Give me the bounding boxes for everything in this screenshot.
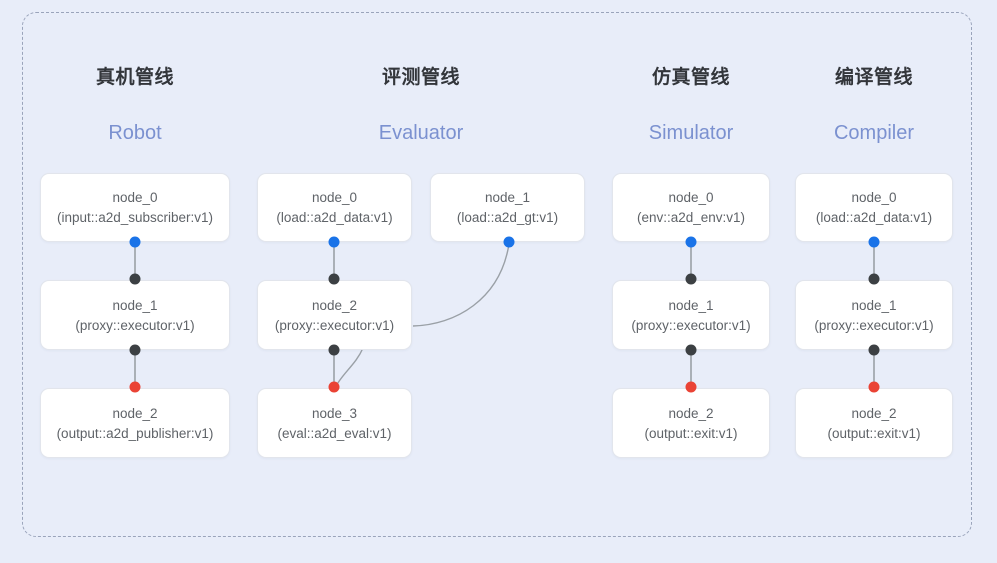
column-title-en-evaluator: Evaluator [378, 122, 464, 144]
node-card-robot-node_2[interactable]: node_2(output::a2d_publisher:v1) [40, 388, 230, 458]
node-kind-label: (proxy::executor:v1) [814, 317, 934, 333]
node-kind-label: (output::a2d_publisher:v1) [56, 425, 214, 441]
column-title-en-compiler: Compiler [833, 122, 915, 144]
port-dot-output[interactable] [129, 236, 141, 248]
port-dot-output[interactable] [328, 236, 340, 248]
node-kind-label: (proxy::executor:v1) [274, 317, 395, 333]
node-card-robot-node_1[interactable]: node_1(proxy::executor:v1) [40, 280, 230, 350]
node-name-label: node_0 [668, 190, 714, 205]
node-card-evaluator-node_1[interactable]: node_1(load::a2d_gt:v1) [430, 173, 585, 242]
column-header-robot: 真机管线 Robot [15, 62, 255, 145]
node-name-label: node_1 [851, 297, 897, 313]
node-kind-label: (output::exit:v1) [827, 425, 921, 441]
node-kind-label: (eval::a2d_eval:v1) [277, 425, 392, 441]
column-header-simulator: 仿真管线 Simulator [571, 62, 811, 145]
node-card-evaluator-node_0[interactable]: node_0(load::a2d_data:v1) [257, 173, 412, 242]
port-dot-terminal[interactable] [868, 381, 880, 393]
node-card-robot-node_0[interactable]: node_0(input::a2d_subscriber:v1) [40, 173, 230, 242]
node-name-label: node_2 [311, 297, 358, 313]
column-title-cn-simulator: 仿真管线 [651, 67, 730, 88]
column-title-en-robot: Robot [108, 122, 162, 144]
node-name-label: node_2 [112, 405, 158, 421]
column-title-en-simulator: Simulator [648, 122, 734, 144]
port-dot-input[interactable] [868, 273, 880, 285]
node-name-label: node_0 [311, 190, 358, 205]
port-dot-output[interactable] [685, 344, 697, 356]
column-header-compiler: 编译管线 Compiler [754, 62, 994, 145]
node-kind-label: (output::exit:v1) [644, 425, 738, 441]
node-name-label: node_1 [668, 297, 714, 313]
node-name-label: node_3 [311, 405, 358, 421]
node-kind-label: (load::a2d_data:v1) [815, 210, 933, 225]
column-title-cn-evaluator: 评测管线 [381, 67, 460, 88]
node-name-label: node_0 [112, 190, 158, 205]
node-name-label: node_2 [668, 405, 714, 421]
port-dot-output[interactable] [685, 236, 697, 248]
node-kind-label: (load::a2d_gt:v1) [456, 210, 559, 225]
node-kind-label: (proxy::executor:v1) [75, 317, 195, 333]
port-dot-terminal[interactable] [328, 381, 340, 393]
port-dot-output[interactable] [503, 236, 515, 248]
node-kind-label: (input::a2d_subscriber:v1) [56, 210, 214, 225]
column-header-evaluator: 评测管线 Evaluator [301, 62, 541, 145]
node-card-simulator-node_1[interactable]: node_1(proxy::executor:v1) [612, 280, 770, 350]
column-title-cn-robot: 真机管线 [95, 67, 174, 88]
port-dot-output[interactable] [868, 236, 880, 248]
port-dot-output[interactable] [868, 344, 880, 356]
column-title-cn-compiler: 编译管线 [834, 67, 913, 88]
node-kind-label: (env::a2d_env:v1) [636, 210, 746, 225]
node-kind-label: (proxy::executor:v1) [631, 317, 751, 333]
port-dot-input[interactable] [129, 273, 141, 285]
node-card-simulator-node_0[interactable]: node_0(env::a2d_env:v1) [612, 173, 770, 242]
port-dot-output[interactable] [328, 344, 340, 356]
port-dot-input[interactable] [685, 273, 697, 285]
port-dot-input[interactable] [328, 273, 340, 285]
diagram-frame [22, 12, 972, 537]
node-name-label: node_2 [851, 405, 897, 421]
node-card-compiler-node_1[interactable]: node_1(proxy::executor:v1) [795, 280, 953, 350]
node-card-compiler-node_0[interactable]: node_0(load::a2d_data:v1) [795, 173, 953, 242]
port-dot-terminal[interactable] [129, 381, 141, 393]
port-dot-terminal[interactable] [685, 381, 697, 393]
node-kind-label: (load::a2d_data:v1) [276, 210, 393, 225]
node-card-simulator-node_2[interactable]: node_2(output::exit:v1) [612, 388, 770, 458]
node-name-label: node_0 [851, 190, 897, 205]
port-dot-output[interactable] [129, 344, 141, 356]
node-card-evaluator-node_3[interactable]: node_3(eval::a2d_eval:v1) [257, 388, 412, 458]
node-name-label: node_1 [484, 190, 531, 205]
node-card-compiler-node_2[interactable]: node_2(output::exit:v1) [795, 388, 953, 458]
node-card-evaluator-node_2[interactable]: node_2(proxy::executor:v1) [257, 280, 412, 350]
node-name-label: node_1 [112, 297, 158, 313]
